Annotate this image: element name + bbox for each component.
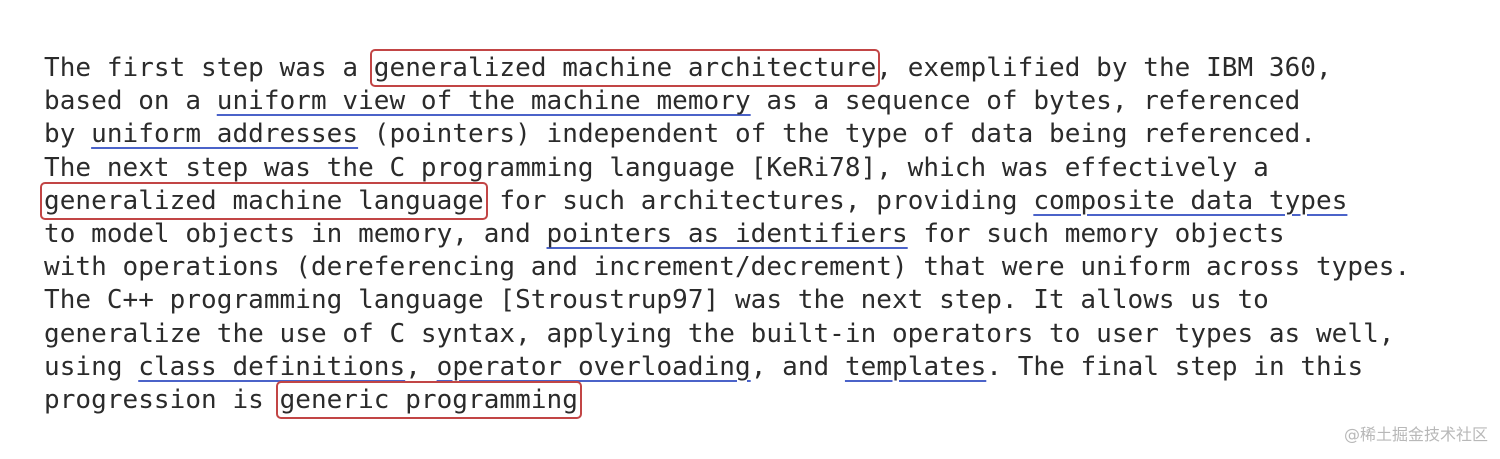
text-run: . The final step in this (986, 351, 1364, 382)
underlined-phrase: uniform addresses (91, 119, 359, 150)
text-run: The C++ programming language [Stroustrup… (44, 285, 1269, 316)
text-run: as a sequence of bytes, referenced (750, 86, 1301, 117)
boxed-phrase: generic programming (275, 380, 582, 419)
text-run: with operations (dereferencing and incre… (44, 252, 1411, 283)
underlined-phrase: uniform view of the machine memory (216, 86, 751, 117)
text-line: based on a uniform view of the machine m… (44, 85, 1494, 118)
text-line: generalize the use of C syntax, applying… (44, 318, 1494, 351)
text-line: The C++ programming language [Stroustrup… (44, 284, 1494, 317)
text-passage: The first step was a generalized machine… (40, 49, 1494, 419)
text-line: with operations (dereferencing and incre… (44, 251, 1494, 284)
text-run: (pointers) independent of the type of da… (358, 119, 1316, 150)
underlined-phrase: operator overloading (436, 351, 751, 382)
text-run: progression is (44, 384, 280, 415)
text-run: by (44, 119, 92, 150)
text-run: for such memory objects (907, 218, 1285, 249)
text-line: progression is generic programming (44, 380, 1494, 419)
text-run: The first step was a (44, 53, 374, 83)
text-line: The first step was a generalized machine… (44, 49, 1494, 87)
text-run: using (44, 351, 139, 382)
text-run: , and (750, 351, 845, 382)
underlined-phrase: composite data types (1033, 185, 1348, 216)
text-line: by uniform addresses (pointers) independ… (44, 118, 1494, 151)
text-line: using class definitions, operator overlo… (44, 351, 1494, 384)
text-run: for such architectures, providing (483, 185, 1034, 216)
text-run: to model objects in memory, and (44, 218, 547, 249)
underlined-phrase: class definitions (138, 351, 406, 382)
text-run: , (405, 351, 437, 382)
underlined-phrase: templates (844, 351, 987, 382)
text-line: The next step was the C programming lang… (44, 152, 1494, 185)
boxed-phrase: generalized machine language (40, 181, 488, 220)
watermark: @稀土掘金技术社区 (1343, 425, 1488, 444)
text-run: , exemplified by the IBM 360, (876, 53, 1332, 83)
boxed-phrase: generalized machine architecture (369, 49, 881, 87)
text-run: The next step was the C programming lang… (44, 152, 1269, 183)
underlined-phrase: pointers as identifiers (546, 218, 908, 249)
text-line: generalized machine language for such ar… (40, 181, 1494, 220)
text-run: based on a (44, 86, 217, 117)
text-line: to model objects in memory, and pointers… (44, 218, 1494, 251)
text-run: generalize the use of C syntax, applying… (44, 318, 1395, 349)
